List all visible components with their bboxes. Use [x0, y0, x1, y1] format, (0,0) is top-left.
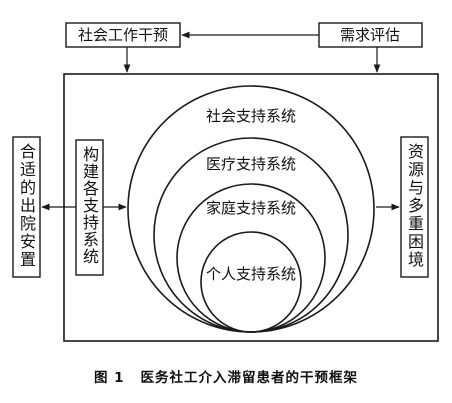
framework-diagram: 社会工作干预 需求评估 社会支持系统 医疗支持系统 家庭支持系统 个人支持系统 … — [12, 22, 439, 342]
resources-difficulties-label: 资源与多重困境 — [405, 143, 424, 269]
discharge-placement-label: 合适的出院安置 — [17, 143, 36, 269]
needs-assessment-label: 需求评估 — [340, 26, 400, 44]
social-work-intervention-box — [65, 22, 181, 48]
family-support-label: 家庭支持系统 — [206, 199, 296, 217]
figure-title: 医务社工介入滞留患者的干预框架 — [140, 370, 359, 386]
resources-difficulties-box — [400, 136, 429, 278]
discharge-placement-box — [12, 136, 41, 278]
medical-support-label: 医疗支持系统 — [206, 155, 296, 173]
figure-number: 图 1 — [93, 370, 125, 386]
social-support-label: 社会支持系统 — [206, 107, 296, 125]
personal-support-label: 个人支持系统 — [206, 265, 296, 283]
figure-caption: 图 1 医务社工介入滞留患者的干预框架 — [0, 366, 452, 386]
needs-assessment-box — [318, 22, 423, 48]
personal-support-circle — [200, 231, 302, 333]
social-work-intervention-label: 社会工作干预 — [78, 26, 168, 44]
build-support-label: 构建各支持系统 — [80, 146, 99, 265]
